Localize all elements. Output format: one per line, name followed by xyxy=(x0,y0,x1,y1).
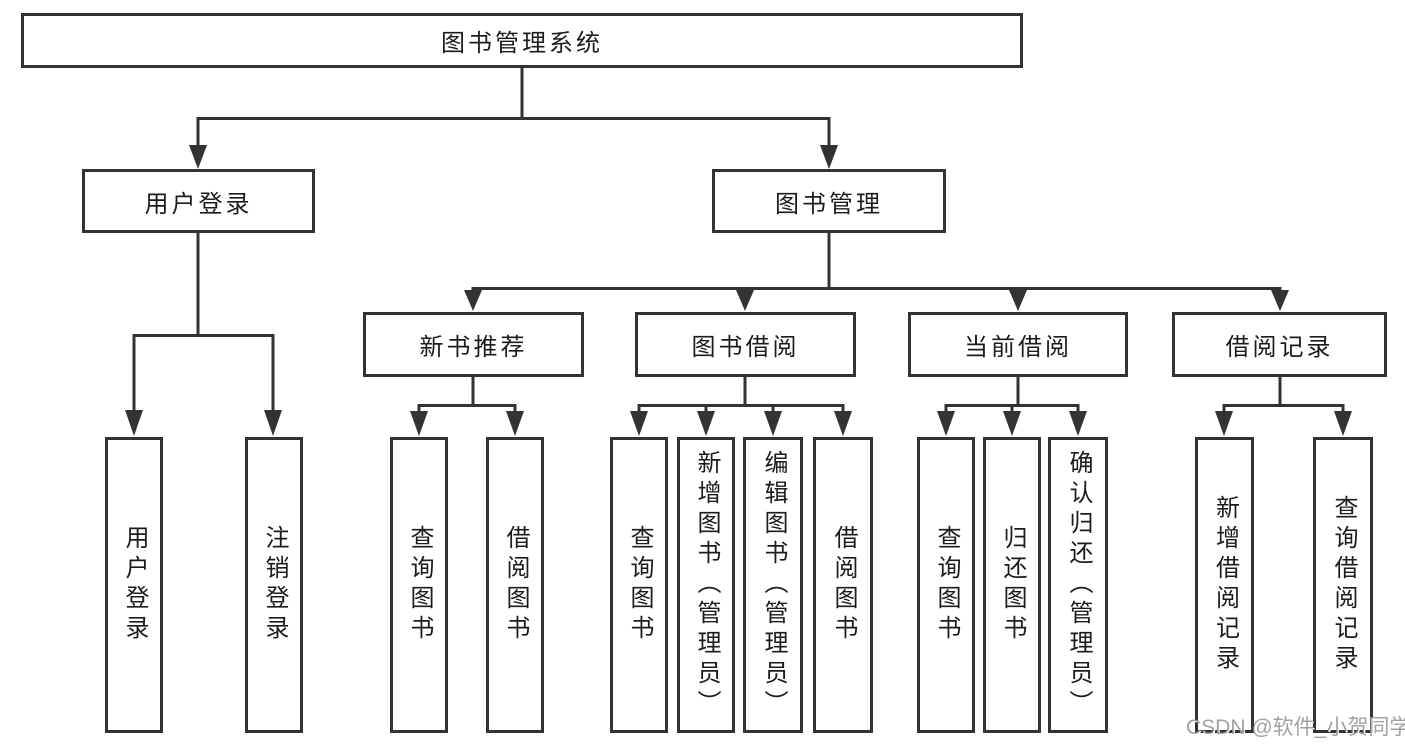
node-library-management-system: 图书管理系统 xyxy=(21,13,1023,68)
leaf-user-login: 用户登录 xyxy=(105,437,163,733)
node-label: 图书借阅 xyxy=(691,334,800,361)
leaf-edit-books-admin: 编辑图书（管理员） xyxy=(743,437,803,733)
csdn-watermark: CSDN @软件_小贺同学 xyxy=(1186,716,1405,739)
leaf-add-borrow-record: 新增借阅记录 xyxy=(1195,437,1254,733)
node-label: 编辑图书（管理员） xyxy=(760,450,787,720)
leaf-logout: 注销登录 xyxy=(245,437,303,733)
leaf-add-books-admin: 新增图书（管理员） xyxy=(677,437,735,733)
node-borrowing-records: 借阅记录 xyxy=(1172,312,1387,377)
leaf-confirm-return-admin: 确认归还（管理员） xyxy=(1048,437,1108,733)
node-book-management: 图书管理 xyxy=(712,169,946,233)
node-label: 借阅记录 xyxy=(1225,334,1334,361)
leaf-borrow-books: 借阅图书 xyxy=(813,437,873,733)
node-label: 确认归还（管理员） xyxy=(1065,450,1092,720)
node-label: 新增图书（管理员） xyxy=(693,450,720,720)
node-new-book-recommend: 新书推荐 xyxy=(363,312,584,377)
leaf-query-books: 查询图书 xyxy=(390,437,448,733)
leaf-query-books: 查询图书 xyxy=(610,437,668,733)
node-label: 查询图书 xyxy=(626,525,653,645)
node-label: 图书管理系统 xyxy=(441,30,603,57)
node-book-borrowing: 图书借阅 xyxy=(635,312,856,377)
leaf-return-books: 归还图书 xyxy=(983,437,1041,733)
node-label: 注销登录 xyxy=(261,525,288,645)
node-label: 图书管理 xyxy=(775,190,883,218)
node-user-login: 用户登录 xyxy=(82,169,315,233)
node-label: 新增借阅记录 xyxy=(1211,495,1239,675)
node-label: 当前借阅 xyxy=(964,334,1072,361)
node-label: 用户登录 xyxy=(121,525,148,645)
node-current-borrowing: 当前借阅 xyxy=(908,312,1128,377)
node-label: 查询图书 xyxy=(406,525,433,645)
node-label: 查询图书 xyxy=(933,525,960,645)
leaf-query-borrow-record: 查询借阅记录 xyxy=(1313,437,1373,733)
node-label: 归还图书 xyxy=(999,525,1026,645)
node-label: 新书推荐 xyxy=(419,334,528,361)
node-label: 用户登录 xyxy=(144,190,253,218)
leaf-query-books: 查询图书 xyxy=(917,437,975,733)
node-label: 查询借阅记录 xyxy=(1330,495,1357,675)
node-label: 借阅图书 xyxy=(830,525,857,645)
node-label: 借阅图书 xyxy=(502,525,529,645)
leaf-borrow-books: 借阅图书 xyxy=(486,437,544,733)
